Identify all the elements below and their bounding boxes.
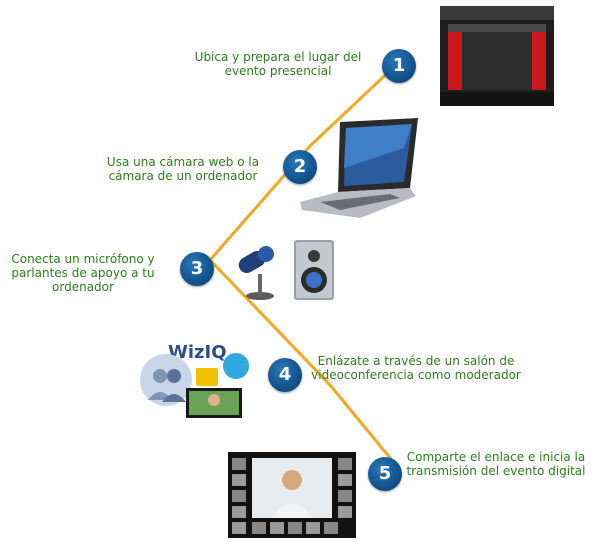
step-1-badge: 1 xyxy=(382,49,416,83)
step-1-text: Ubica y prepara el lugar del evento pres… xyxy=(194,50,362,78)
wiziq-logo: WizIQ xyxy=(168,342,227,363)
microphone-icon xyxy=(238,246,274,300)
stage-icon xyxy=(440,6,554,106)
step-5-text: Comparte el enlace e inicia la transmisi… xyxy=(406,450,586,478)
step-3-text: Conecta un micrófono y parlantes de apoy… xyxy=(11,252,155,294)
speaker-icon xyxy=(294,240,334,300)
step-4-badge: 4 xyxy=(268,358,302,392)
videoconference-collage-icon xyxy=(140,353,249,418)
video-grid-screen-icon xyxy=(228,452,356,538)
laptop-icon xyxy=(300,118,418,218)
step-2-badge: 2 xyxy=(283,150,317,184)
step-5-badge: 5 xyxy=(368,457,402,491)
step-3-badge: 3 xyxy=(180,252,214,286)
step-2-text: Usa una cámara web o la cámara de un ord… xyxy=(106,155,260,183)
step-4-text: Enlázate a través de un salón de videoco… xyxy=(311,354,521,382)
